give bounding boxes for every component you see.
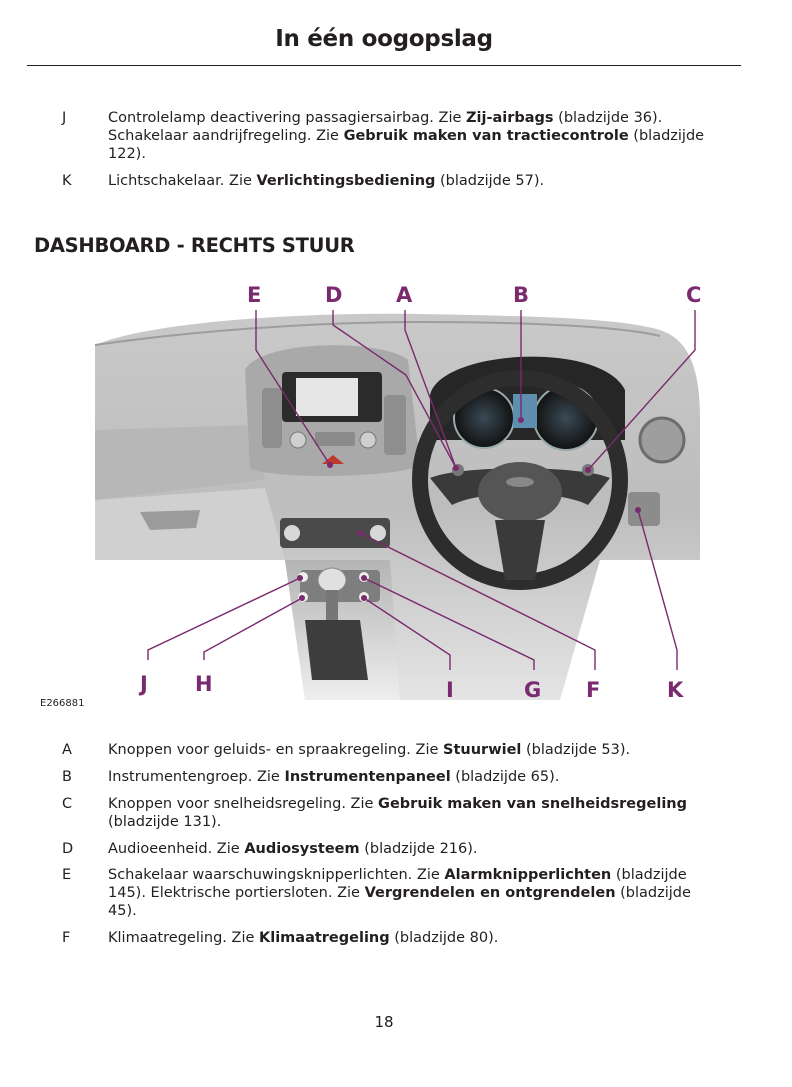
- reference-link: Gebruik maken van snelheidsregeling: [378, 796, 687, 812]
- reference-link: Stuurwiel: [443, 742, 521, 758]
- glovebox-handle: [140, 510, 200, 530]
- item-text: Knoppen voor snelheidsregeling. Zie Gebr…: [108, 795, 738, 831]
- item-letter: B: [62, 768, 78, 786]
- item-text: Knoppen voor geluids- en spraakregeling.…: [108, 741, 738, 759]
- page-title: In één oogopslag: [0, 26, 768, 52]
- callout-b: B: [513, 283, 529, 307]
- callout-e: E: [247, 283, 261, 307]
- dashboard-illustration: [0, 270, 792, 720]
- item-letter: A: [62, 741, 78, 759]
- callout-d: D: [325, 283, 342, 307]
- callout-f: F: [586, 678, 600, 702]
- knob-right: [360, 432, 376, 448]
- figure-code: E266881: [40, 698, 85, 709]
- gear-knob: [318, 568, 346, 592]
- item-text: Klimaatregeling. Zie Klimaatregeling (bl…: [108, 929, 738, 947]
- callout-g: G: [524, 678, 541, 702]
- vent-round-right: [640, 418, 684, 462]
- item-letter: J: [62, 109, 78, 127]
- callout-j: J: [140, 672, 148, 696]
- header-rule: [27, 65, 741, 66]
- callout-h: H: [195, 672, 213, 696]
- info-display: [513, 394, 537, 428]
- section-title: DASHBOARD - RECHTS STUUR: [34, 234, 354, 257]
- item-text: Audioeenheid. Zie Audiosysteem (bladzijd…: [108, 840, 738, 858]
- item-text: Controlelamp deactivering passagiersairb…: [108, 109, 738, 163]
- display-screen: [296, 378, 358, 416]
- item-letter: F: [62, 929, 78, 947]
- vent-right: [384, 395, 406, 455]
- reference-link: Vergrendelen en ontgrendelen: [365, 885, 616, 901]
- item-letter: K: [62, 172, 78, 190]
- item-text: Lichtschakelaar. Zie Verlichtingsbedieni…: [108, 172, 738, 190]
- item-text: Instrumentengroep. Zie Instrumentenpanee…: [108, 768, 738, 786]
- item-text: Schakelaar waarschuwingsknipperlichten. …: [108, 866, 738, 920]
- callout-i: I: [446, 678, 454, 702]
- reference-link: Alarmknipperlichten: [444, 867, 611, 883]
- reference-link: Klimaatregeling: [259, 930, 390, 946]
- reference-link: Gebruik maken van tractiecontrole: [344, 128, 629, 144]
- reference-link: Audiosysteem: [244, 841, 359, 857]
- reference-link: Instrumentenpaneel: [284, 769, 450, 785]
- reference-link: Zij-airbags: [466, 110, 554, 126]
- page-number: 18: [0, 1013, 768, 1031]
- light-switch: [628, 492, 660, 526]
- item-letter: D: [62, 840, 78, 858]
- item-letter: C: [62, 795, 78, 813]
- reference-link: Verlichtingsbediening: [257, 173, 436, 189]
- knob-left: [290, 432, 306, 448]
- vent-left: [262, 388, 282, 448]
- item-letter: E: [62, 866, 78, 884]
- callout-c: C: [686, 283, 701, 307]
- callout-a: A: [396, 283, 412, 307]
- dashboard-figure: E D A B C J H I G F K: [0, 270, 792, 720]
- logo-badge: [506, 477, 534, 487]
- callout-k: K: [667, 678, 683, 702]
- gear-boot: [305, 620, 368, 680]
